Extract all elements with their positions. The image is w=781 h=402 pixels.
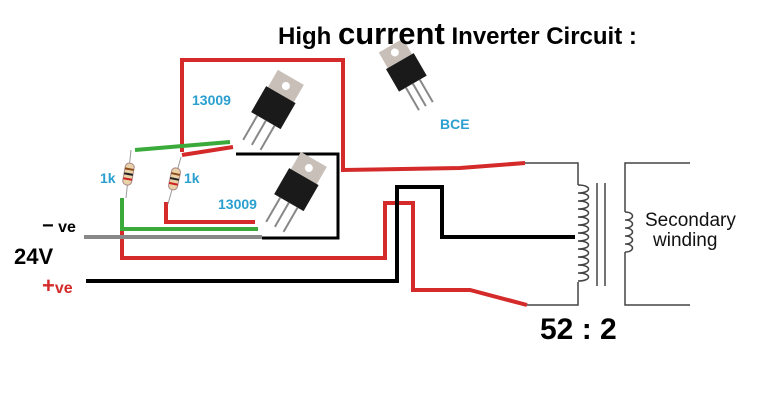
- positive-terminal-label: +ve: [42, 273, 73, 298]
- secondary-label-line1: Secondary: [645, 210, 736, 231]
- positive-rail: [86, 185, 575, 283]
- resistor-right-label: 1k: [184, 170, 200, 186]
- resistor-right: [167, 156, 182, 205]
- red-base-wire: [181, 145, 234, 157]
- transistor-top-label: 13009: [192, 92, 231, 108]
- negative-terminal-label: − ve: [42, 215, 76, 237]
- transistor-pinout-icon: [378, 38, 434, 111]
- pinout-label: BCE: [440, 116, 470, 132]
- turns-ratio: 52 : 2: [540, 313, 617, 346]
- transistor-top: [242, 69, 304, 151]
- voltage-label: 24V: [14, 244, 54, 269]
- secondary-winding-label: Secondary winding: [645, 211, 736, 251]
- title-current: current: [338, 16, 445, 51]
- transistor-bottom: [265, 151, 327, 233]
- title-inverter-circuit: Inverter Circuit :: [451, 23, 637, 50]
- green-lower-wire: [120, 198, 258, 231]
- title: High current Inverter Circuit :: [278, 16, 637, 52]
- resistor-left: [122, 149, 135, 199]
- black-emitter-wire: [236, 152, 340, 240]
- red-lower-wire: [120, 201, 528, 307]
- secondary-label-line2: winding: [653, 230, 718, 251]
- transistor-bottom-label: 13009: [218, 196, 257, 212]
- red-collector-wire-top: [180, 58, 526, 173]
- transformer: [525, 162, 690, 306]
- red-lower-base-wire: [164, 202, 255, 224]
- green-base-wire: [134, 140, 231, 152]
- title-high: High: [278, 23, 332, 50]
- resistor-left-label: 1k: [100, 170, 116, 186]
